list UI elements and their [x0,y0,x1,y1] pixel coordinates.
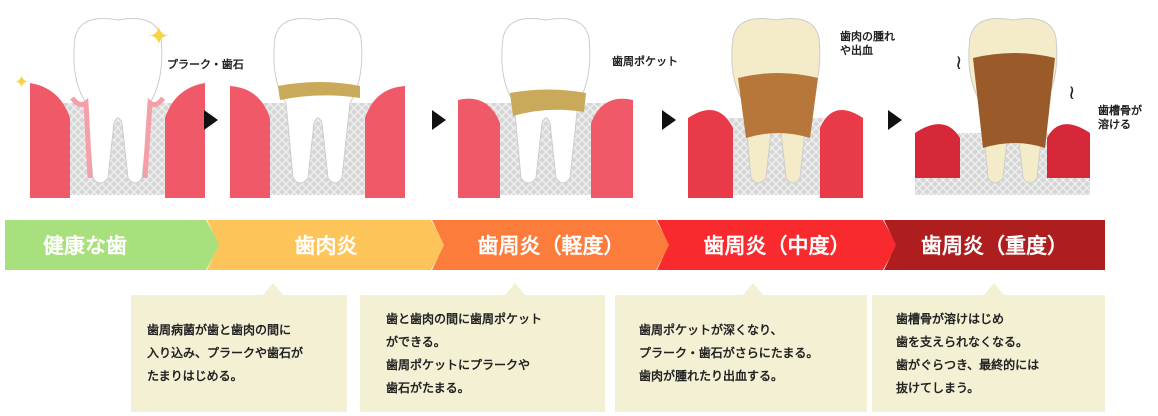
stage-label: 歯肉炎 [294,234,358,258]
gum-swelling-label-line: 歯肉の腫れ [840,30,895,43]
description-mild: 歯と歯肉の間に歯周ポケット ができる。 歯周ポケットにプラークや 歯石がたまる。 [360,283,605,412]
sparkle-icon: ✦ [14,72,30,93]
description-line: 歯と歯肉の間に歯周ポケット [386,311,543,326]
gingivitis-tooth-illustration [230,18,405,198]
description-line: 入り込み、プラークや歯石が [147,346,304,360]
bone-dissolving-label-line: 溶ける [1098,118,1131,131]
description-line: たまりはじめる。 [147,369,243,383]
moderate-periodontitis-tooth-illustration [688,18,863,198]
description-line: 歯槽骨が溶けはじめ [896,311,1005,326]
description-line: 歯周病菌が歯と歯肉の間に [147,323,292,337]
description-gingivitis: 歯周病菌が歯と歯肉の間に 入り込み、プラークや歯石が たまりはじめる。 [131,283,347,412]
description-line: 歯石がたまる。 [386,380,470,395]
description-line: 抜けてしまう。 [896,380,980,395]
stage-label: 歯周炎（軽度） [477,234,625,258]
description-line: 歯を支えられなくなる。 [896,334,1029,349]
wobble-icon: ≀ [1068,80,1076,104]
bone-dissolving-label-line: 歯槽骨が [1098,104,1142,117]
mild-periodontitis-tooth-illustration [458,18,633,198]
plaque-label: プラーク・歯石 [167,58,244,71]
stage-healthy: 健康な歯 [5,220,220,270]
description-line: 歯肉が腫れたり出血する。 [639,369,784,383]
periodontal-pocket-label: 歯周ポケット [612,55,678,68]
gum-swelling-label: 歯肉の腫れ や出血 [840,30,895,58]
arrow-right-icon [662,110,676,130]
stage-label: 歯周炎（重度） [921,234,1068,258]
healthy-tooth-illustration [30,18,205,198]
description-line: プラーク・歯石がさらにたまる。 [639,346,819,360]
stage-moderate-periodontitis: 歯周炎（中度） [657,220,897,270]
description-severe: 歯槽骨が溶けはじめ 歯を支えられなくなる。 歯がぐらつき、最終的には 抜けてしま… [872,283,1105,412]
stage-label: 歯周炎（中度） [703,234,851,258]
description-line: ができる。 [386,334,446,349]
arrow-right-icon [888,110,902,130]
description-line: 歯がぐらつき、最終的には [896,357,1040,372]
stage-severe-periodontitis: 歯周炎（重度） [884,220,1105,270]
sparkle-icon: ✦ [148,22,170,52]
bone-dissolving-label: 歯槽骨が 溶ける [1098,104,1142,132]
arrow-right-icon [432,110,446,130]
arrow-right-icon [204,110,218,130]
description-line: 歯周ポケットにプラークや [386,357,531,372]
gum-swelling-label-line: や出血 [840,44,873,57]
stage-gingivitis: 歯肉炎 [207,220,445,270]
wobble-icon: ≀ [955,50,963,74]
stage-label: 健康な歯 [43,234,127,258]
description-moderate: 歯周ポケットが深くなり、 プラーク・歯石がさらにたまる。 歯肉が腫れたり出血する… [615,283,867,412]
description-line: 歯周ポケットが深くなり、 [639,323,783,337]
stage-mild-periodontitis: 歯周炎（軽度） [432,220,670,270]
severe-periodontitis-tooth-illustration [915,18,1090,195]
